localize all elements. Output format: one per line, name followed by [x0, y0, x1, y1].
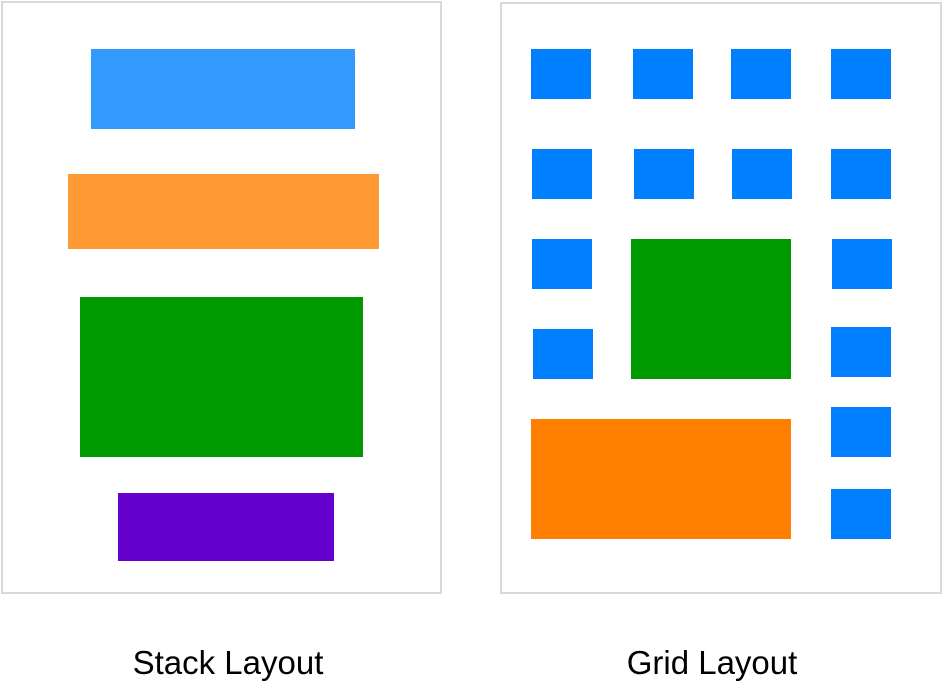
grid-cell-blue	[634, 149, 694, 199]
grid-cell-blue	[731, 49, 791, 99]
grid-cell-blue	[832, 239, 892, 289]
stack-block-orange	[68, 174, 379, 249]
grid-cell-blue	[633, 49, 693, 99]
grid-cell-blue	[532, 239, 592, 289]
grid-cell-blue	[831, 49, 891, 99]
stack-layout-caption: Stack Layout	[132, 644, 324, 681]
grid-cell-blue	[531, 49, 591, 99]
grid-layout-panel	[500, 2, 942, 594]
grid-cell-blue	[533, 329, 593, 379]
grid-cell-blue	[732, 149, 792, 199]
stack-block-purple	[118, 493, 334, 561]
grid-cell-blue	[831, 407, 891, 457]
stack-block-blue	[91, 49, 355, 129]
grid-cell-blue	[831, 489, 891, 539]
grid-block-orange-span	[531, 419, 791, 539]
grid-cell-blue	[532, 149, 592, 199]
stack-block-green	[80, 297, 363, 457]
grid-layout-caption: Grid Layout	[626, 644, 798, 681]
grid-cell-blue	[831, 327, 891, 377]
grid-cell-blue	[831, 149, 891, 199]
grid-block-green-span	[631, 239, 791, 379]
stack-layout-panel	[1, 1, 442, 594]
